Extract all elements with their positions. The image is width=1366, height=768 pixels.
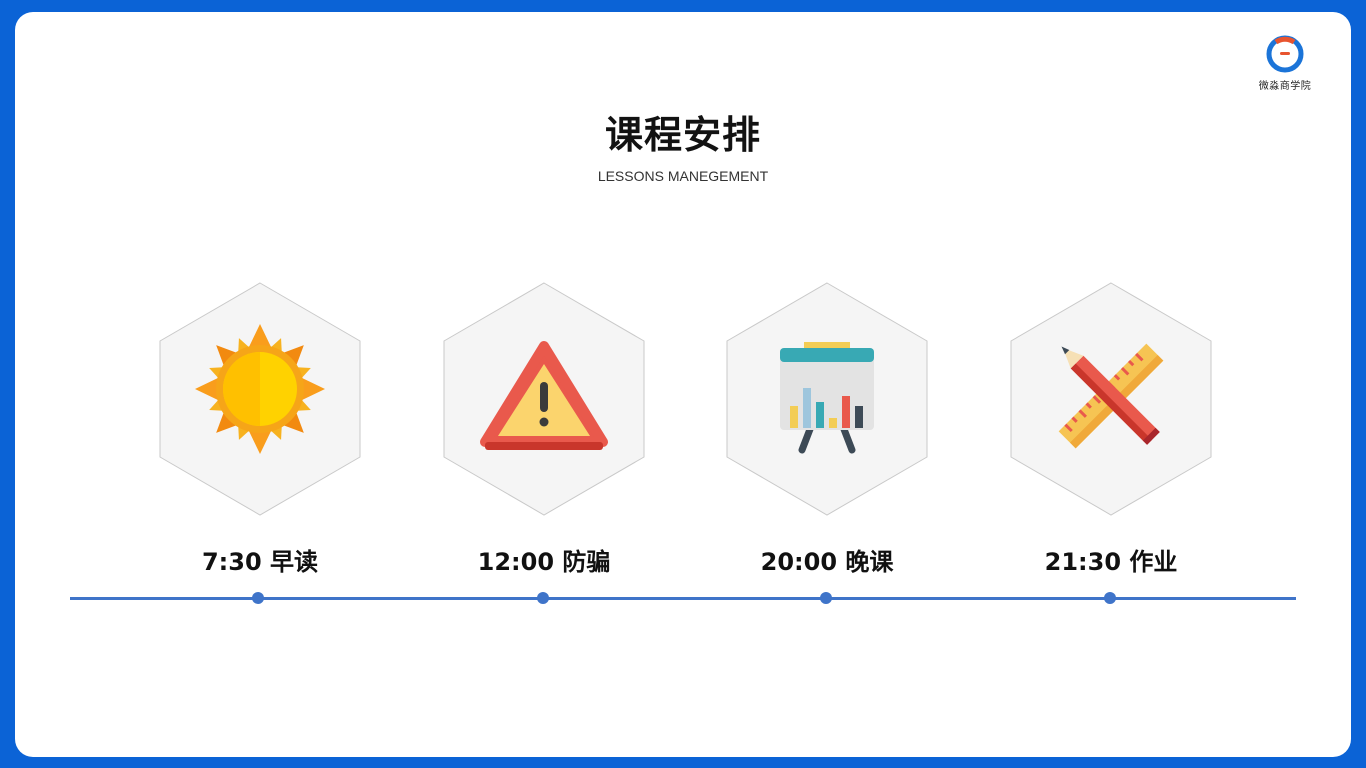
schedule-label-evening: 20:00 晚课	[760, 548, 894, 576]
sun-icon	[195, 324, 325, 454]
pencil-ruler-icon	[1058, 343, 1164, 449]
schedule-label-noon: 12:00 防骗	[477, 548, 611, 576]
page-subtitle: LESSONS MANEGEMENT	[597, 168, 769, 184]
timeline-dot	[820, 592, 832, 604]
page-title: 课程安排	[604, 112, 761, 157]
logo-ring-icon	[1266, 35, 1304, 73]
schedule-label-morning: 7:30 早读	[201, 548, 319, 576]
slide: 微淼商学院 课程安排 LESSONS MANEGEMENT	[15, 12, 1351, 757]
timeline-dot	[252, 592, 264, 604]
schedule-item-night	[1010, 282, 1212, 516]
timeline-dot	[1104, 592, 1116, 604]
brand-logo: 微淼商学院	[1253, 32, 1317, 96]
timeline-line	[70, 597, 1296, 600]
presentation-board-icon	[780, 342, 874, 454]
warning-icon	[480, 341, 608, 450]
schedule-label-night: 21:30 作业	[1044, 548, 1178, 576]
schedule-item-morning	[159, 282, 361, 516]
timeline-dot	[537, 592, 549, 604]
logo-text: 微淼商学院	[1258, 81, 1312, 92]
schedule-item-noon	[443, 282, 645, 516]
schedule-item-evening	[726, 282, 928, 516]
